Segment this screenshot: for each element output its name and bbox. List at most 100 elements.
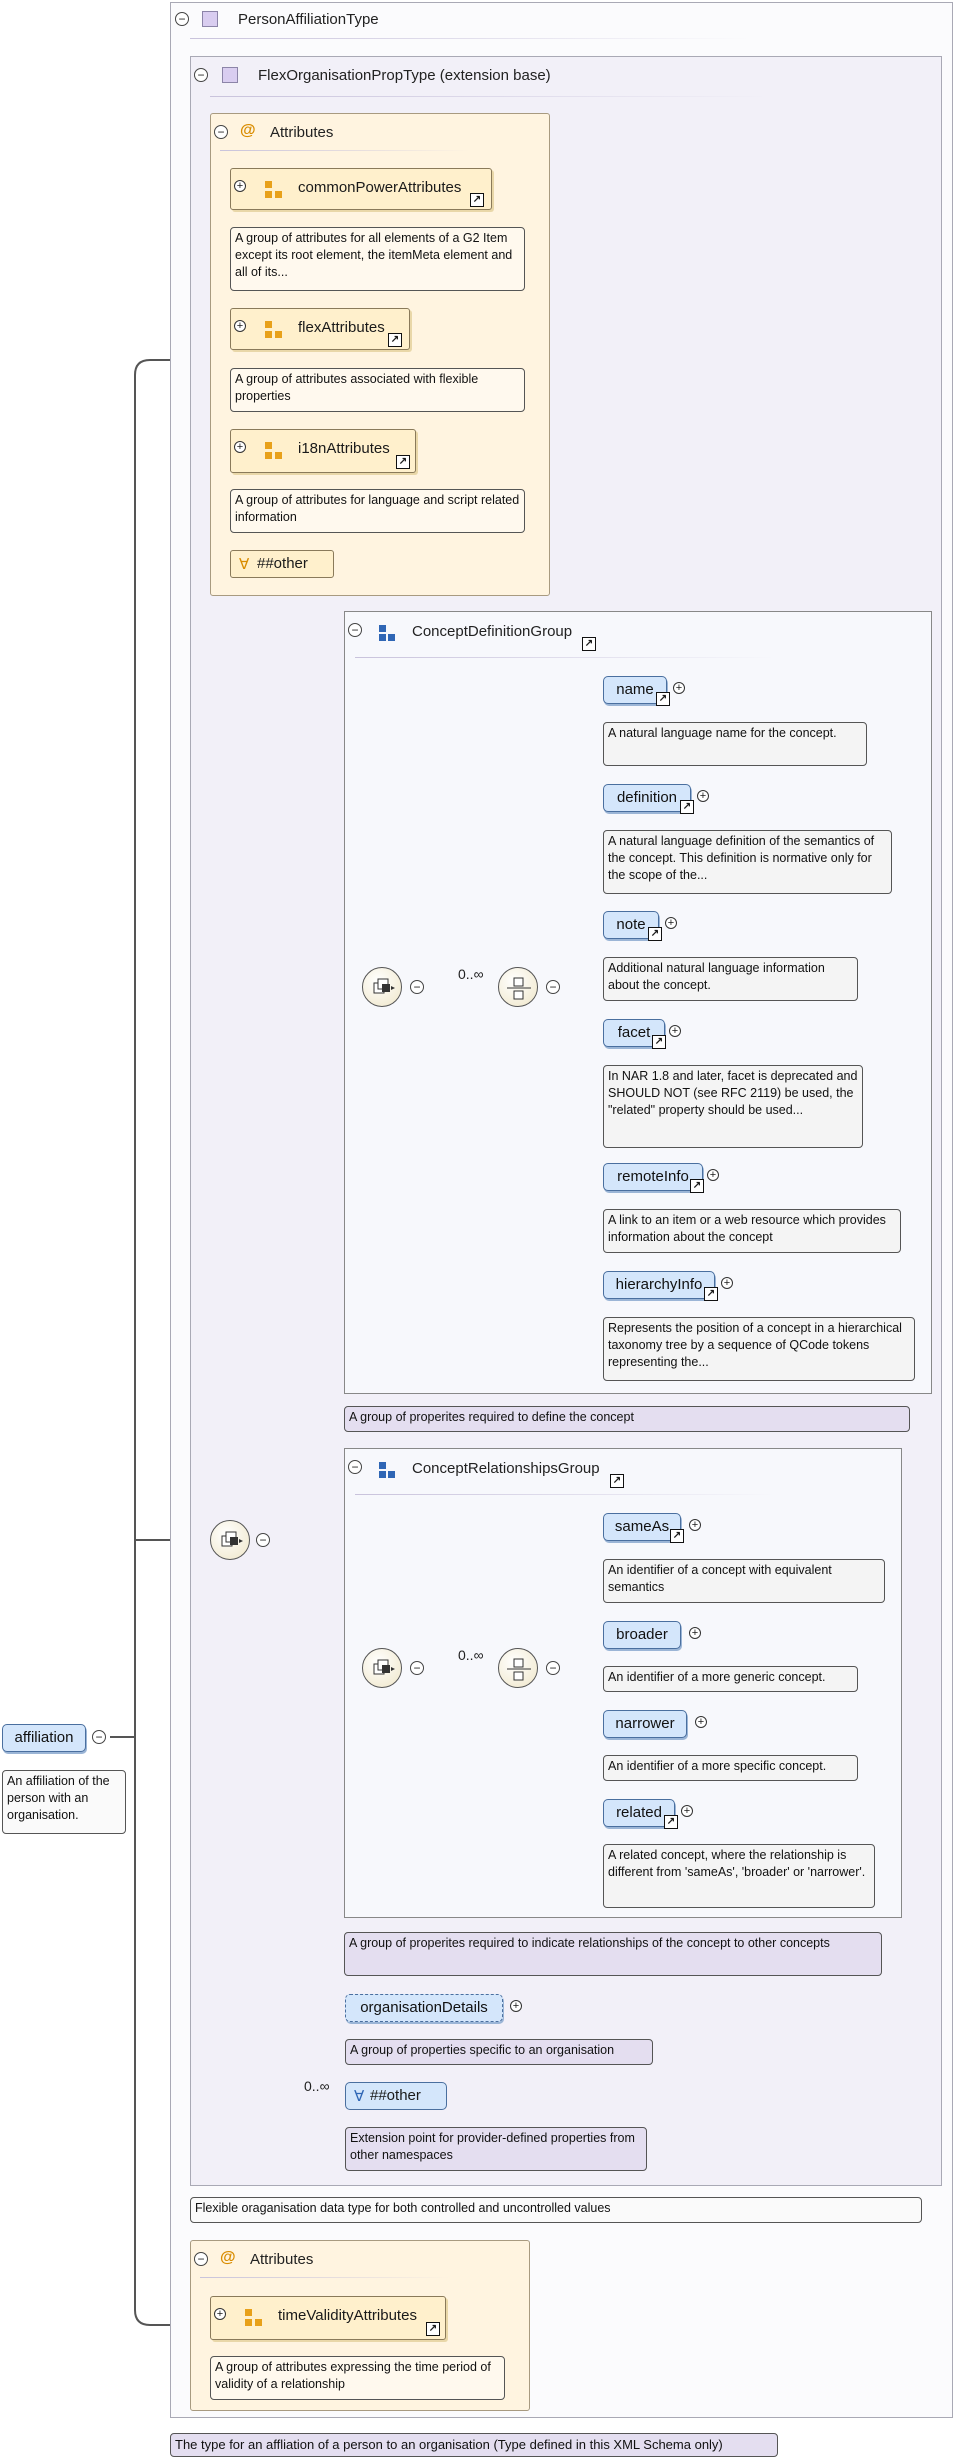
compositor-glyph: [507, 1658, 531, 1681]
jump-arrow-icon[interactable]: ↗: [652, 1035, 666, 1049]
compositor-glyph: [221, 1531, 243, 1547]
at-sign-icon: @: [240, 122, 256, 139]
type-title: PersonAffiliationType: [238, 11, 379, 28]
any-attribute-label: ##other: [257, 555, 308, 572]
expand-icon[interactable]: +: [697, 790, 709, 802]
expand-icon[interactable]: +: [721, 1277, 733, 1289]
jump-arrow-icon[interactable]: ↗: [704, 1287, 718, 1301]
collapse-icon[interactable]: −: [348, 623, 362, 637]
element-description: In NAR 1.8 and later, facet is deprecate…: [603, 1065, 863, 1148]
jump-arrow-icon[interactable]: ↗: [610, 1474, 624, 1488]
element-same-as[interactable]: sameAs: [603, 1513, 681, 1541]
jump-arrow-icon[interactable]: ↗: [690, 1179, 704, 1193]
model-group-icon: [379, 625, 395, 641]
choice-compositor-icon[interactable]: [210, 1520, 250, 1560]
jump-arrow-icon[interactable]: ↗: [664, 1815, 678, 1829]
jump-arrow-icon[interactable]: ↗: [396, 455, 410, 469]
expand-icon[interactable]: +: [669, 1025, 681, 1037]
group-title: ConceptRelationshipsGroup: [412, 1460, 600, 1477]
complex-type-icon: [222, 67, 238, 83]
jump-arrow-icon[interactable]: ↗: [426, 2322, 440, 2336]
element-hierarchy-info[interactable]: hierarchyInfo: [603, 1271, 715, 1299]
element-definition[interactable]: definition: [603, 784, 691, 812]
expand-icon[interactable]: +: [214, 2308, 226, 2320]
attribute-group-icon: [245, 2309, 262, 2326]
element-organisation-details[interactable]: organisationDetails: [345, 1994, 503, 2022]
expand-icon[interactable]: +: [689, 1519, 701, 1531]
attribute-group-common-power[interactable]: [230, 168, 492, 210]
attribute-group-label: timeValidityAttributes: [278, 2307, 417, 2324]
occurrence-label: 0..∞: [458, 966, 484, 982]
base-description: Flexible oraganisation data type for bot…: [190, 2197, 922, 2223]
collapse-icon[interactable]: −: [410, 1661, 424, 1675]
model-group-icon: [379, 1462, 395, 1478]
collapse-icon[interactable]: −: [194, 2252, 208, 2266]
occurrence-label: 0..∞: [458, 1647, 484, 1663]
expand-icon[interactable]: +: [707, 1169, 719, 1181]
attribute-group-icon: [265, 442, 282, 459]
any-element-label: ##other: [370, 2087, 421, 2104]
sequence-compositor-icon[interactable]: [498, 967, 538, 1007]
title-divider: [220, 150, 470, 151]
compositor-glyph: [507, 977, 531, 1000]
title-divider: [355, 1494, 775, 1495]
expand-icon[interactable]: +: [665, 917, 677, 929]
collapse-icon[interactable]: −: [546, 980, 560, 994]
element-description: A group of properties specific to an org…: [345, 2039, 653, 2065]
occurrence-label: 0..∞: [304, 2078, 330, 2094]
any-attribute[interactable]: ∀ ##other: [230, 550, 334, 578]
any-attribute-icon: ∀: [239, 556, 250, 573]
jump-arrow-icon[interactable]: ↗: [388, 333, 402, 347]
collapse-icon[interactable]: −: [348, 1460, 362, 1474]
element-description: Represents the position of a concept in …: [603, 1317, 915, 1381]
title-divider: [190, 38, 750, 39]
sequence-compositor-icon[interactable]: [498, 1648, 538, 1688]
jump-arrow-icon[interactable]: ↗: [670, 1529, 684, 1543]
element-description: An identifier of a more specific concept…: [603, 1755, 858, 1781]
collapse-icon[interactable]: −: [92, 1730, 106, 1744]
expand-icon[interactable]: +: [234, 320, 246, 332]
element-related[interactable]: related: [603, 1799, 675, 1827]
expand-icon[interactable]: +: [673, 682, 685, 694]
collapse-icon[interactable]: −: [410, 980, 424, 994]
compositor-glyph: [373, 978, 395, 994]
base-type-title: FlexOrganisationPropType (extension base…: [258, 67, 551, 84]
expand-icon[interactable]: +: [234, 180, 246, 192]
title-divider: [355, 657, 775, 658]
attribute-group-time-validity[interactable]: [210, 2296, 446, 2340]
any-element-icon: ∀: [354, 2088, 365, 2105]
attributes-title: Attributes: [250, 2251, 314, 2268]
expand-icon[interactable]: +: [695, 1716, 707, 1728]
expand-icon[interactable]: +: [681, 1805, 693, 1817]
element-narrower[interactable]: narrower: [603, 1710, 687, 1738]
jump-arrow-icon[interactable]: ↗: [656, 692, 670, 706]
attributes-title: Attributes: [270, 124, 334, 141]
expand-icon[interactable]: +: [234, 441, 246, 453]
collapse-icon[interactable]: −: [194, 68, 208, 82]
attribute-group-label: flexAttributes: [298, 319, 385, 336]
attribute-group-i18n[interactable]: [230, 429, 416, 473]
collapse-icon[interactable]: −: [175, 12, 189, 26]
expand-icon[interactable]: +: [510, 2000, 522, 2012]
any-element[interactable]: ∀ ##other: [345, 2082, 447, 2110]
jump-arrow-icon[interactable]: ↗: [582, 637, 596, 651]
expand-icon[interactable]: +: [689, 1627, 701, 1639]
attribute-group-flex[interactable]: [230, 308, 410, 350]
collapse-icon[interactable]: −: [214, 125, 228, 139]
element-affiliation[interactable]: affiliation: [2, 1724, 86, 1752]
jump-arrow-icon[interactable]: ↗: [470, 193, 484, 207]
collapse-icon[interactable]: −: [546, 1661, 560, 1675]
element-broader[interactable]: broader: [603, 1621, 681, 1649]
choice-compositor-icon[interactable]: [362, 967, 402, 1007]
jump-arrow-icon[interactable]: ↗: [680, 800, 694, 814]
element-description: A natural language definition of the sem…: [603, 830, 892, 894]
choice-compositor-icon[interactable]: [362, 1648, 402, 1688]
element-description: Additional natural language information …: [603, 957, 858, 1001]
at-sign-icon: @: [220, 2249, 236, 2266]
element-description: An identifier of a more generic concept.: [603, 1666, 858, 1692]
group-title: ConceptDefinitionGroup: [412, 623, 573, 640]
jump-arrow-icon[interactable]: ↗: [648, 927, 662, 941]
element-remote-info[interactable]: remoteInfo: [603, 1163, 703, 1191]
element-description: Extension point for provider-defined pro…: [345, 2127, 647, 2171]
collapse-icon[interactable]: −: [256, 1533, 270, 1547]
